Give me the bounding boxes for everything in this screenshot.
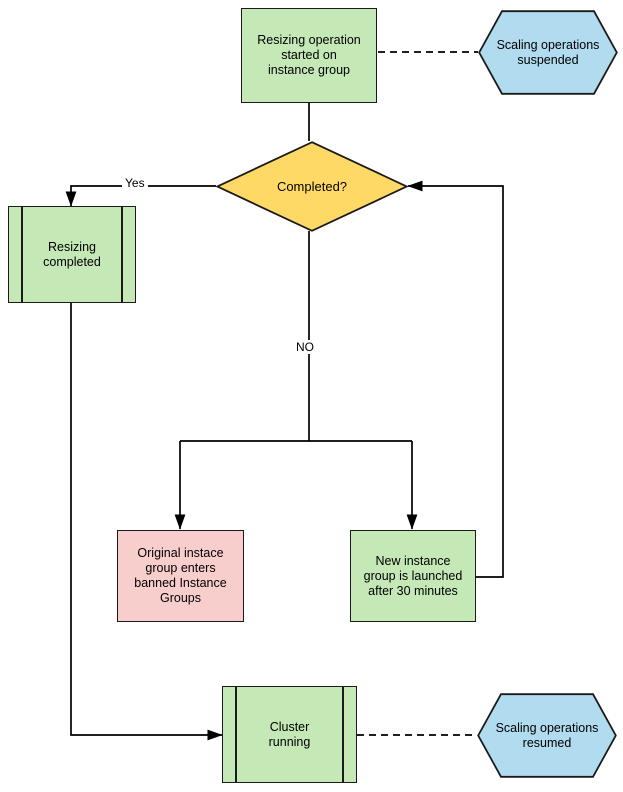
predefined-process-rail-right — [342, 687, 344, 782]
node-resizing-completed-label: Resizing completed — [43, 239, 101, 269]
predefined-process-rail-left — [21, 207, 23, 302]
node-original-group-banned[interactable]: Original instace group enters banned Ins… — [117, 530, 244, 622]
node-cluster-running[interactable]: Cluster running — [222, 686, 357, 783]
node-resizing-started[interactable]: Resizing operation started on instance g… — [241, 8, 377, 103]
predefined-process-rail-right — [121, 207, 123, 302]
node-new-group-launched-label: New instance group is launched after 30 … — [363, 553, 463, 598]
node-resizing-completed[interactable]: Resizing completed — [8, 206, 136, 303]
edge-resizing-completed-to-cluster-running — [70, 303, 223, 741]
node-completed-decision-label: Completed? — [276, 179, 348, 194]
node-scaling-suspended[interactable]: Scaling operations suspended — [478, 10, 618, 95]
node-original-group-banned-label: Original instace group enters banned Ins… — [134, 546, 227, 605]
edge-decision-yes-to-resizing-completed — [65, 185, 216, 207]
node-scaling-resumed[interactable]: Scaling operations resumed — [477, 693, 617, 778]
node-scaling-resumed-label: Scaling operations resumed — [495, 720, 599, 750]
edge-label-yes: Yes — [122, 176, 148, 190]
diamond-shape — [216, 141, 408, 232]
node-cluster-running-label: Cluster running — [268, 719, 311, 749]
predefined-process-rail-left — [235, 687, 237, 782]
edge-new-group-back-to-decision — [407, 180, 504, 578]
node-scaling-suspended-label: Scaling operations suspended — [496, 37, 600, 67]
node-completed-decision[interactable]: Completed? — [216, 141, 408, 232]
hexagon-shape — [478, 10, 618, 95]
hexagon-shape — [477, 693, 617, 778]
node-new-group-launched[interactable]: New instance group is launched after 30 … — [350, 530, 476, 622]
edge-label-no: NO — [293, 340, 317, 354]
node-resizing-started-label: Resizing operation started on instance g… — [257, 33, 361, 77]
